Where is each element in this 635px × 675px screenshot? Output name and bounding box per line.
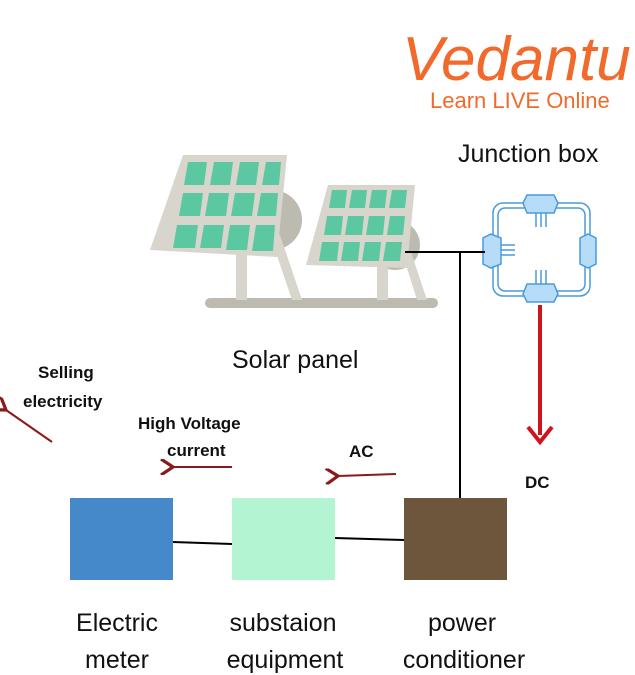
logo-brand: Vedantu [402,25,631,94]
electric-meter-block [70,498,173,580]
solar-panel-icon [150,155,438,308]
electric-meter-label-1: Electric [76,609,158,637]
solar-panel-label: Solar panel [232,346,358,374]
power-conditioner-label-2: conditioner [403,646,525,674]
logo-tagline: Learn LIVE Online [430,88,610,113]
selling-label-2: electricity [23,392,103,411]
power-conditioner-block [404,498,507,580]
substation-label-2: equipment [227,646,344,674]
junction-box-label: Junction box [458,140,599,168]
power-conditioner-label-1: power [428,609,496,637]
hv-label-1: High Voltage [138,414,241,433]
selling-arrow [6,410,53,443]
substation-equipment-block [232,498,335,580]
dc-label: DC [525,473,550,492]
substation-label-1: substaion [229,609,336,637]
vedantu-logo: Vedantu Learn LIVE Online [402,25,631,113]
hv-label-2: current [167,441,226,460]
ac-arrow [338,474,397,476]
electric-meter-label-2: meter [85,646,149,674]
ac-label: AC [349,442,374,461]
selling-label-1: Selling [38,363,94,382]
junction-box-icon [482,194,597,303]
